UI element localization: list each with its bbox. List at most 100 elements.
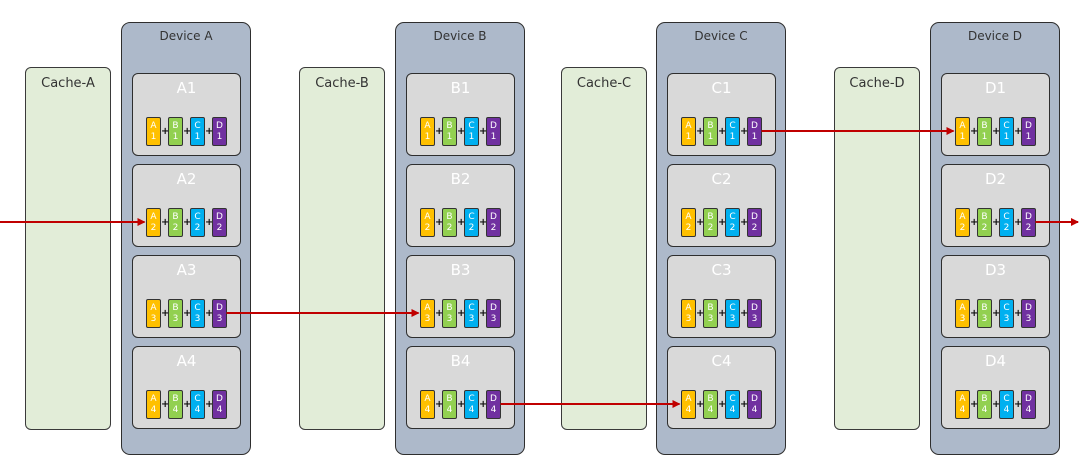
chip-letter: A xyxy=(685,212,692,222)
stage-label: C4 xyxy=(711,352,732,370)
chip-number: 4 xyxy=(468,405,475,415)
chip-letter: A xyxy=(959,121,966,131)
chip-letter: D xyxy=(490,394,497,404)
chip-number: 4 xyxy=(446,405,453,415)
plus-connector: + xyxy=(718,217,727,228)
chip-number: 4 xyxy=(150,405,157,415)
plus-connector: + xyxy=(183,217,192,228)
chip-number: 2 xyxy=(150,223,157,233)
chip-letter: B xyxy=(446,121,453,131)
plus-connector: + xyxy=(183,308,192,319)
chip-letter: A xyxy=(150,303,157,313)
plus-connector: + xyxy=(1014,217,1023,228)
plus-connector: + xyxy=(479,308,488,319)
chip-letter: C xyxy=(729,212,736,222)
plus-connector: + xyxy=(970,399,979,410)
chip-letter: A xyxy=(150,394,157,404)
cache-box: Cache-A xyxy=(25,67,111,430)
chip-number: 3 xyxy=(707,314,714,324)
chip-number: 2 xyxy=(981,223,988,233)
chip-letter: D xyxy=(216,212,223,222)
chip-number: 4 xyxy=(1025,405,1032,415)
chip-letter: D xyxy=(216,394,223,404)
plus-connector: + xyxy=(161,399,170,410)
chip-letter: D xyxy=(490,121,497,131)
chip-number: 4 xyxy=(707,405,714,415)
chip-letter: B xyxy=(172,121,179,131)
plus-connector: + xyxy=(435,217,444,228)
plus-connector: + xyxy=(457,308,466,319)
chip-letter: C xyxy=(1003,303,1010,313)
plus-connector: + xyxy=(1014,399,1023,410)
chip-number: 1 xyxy=(172,132,179,142)
chip-number: 1 xyxy=(490,132,497,142)
chip-letter: B xyxy=(707,303,714,313)
chip-letter: B xyxy=(172,212,179,222)
chip-number: 2 xyxy=(490,223,497,233)
device-label: Device D xyxy=(967,29,1023,43)
chip-number: 3 xyxy=(216,314,223,324)
stage-label: A4 xyxy=(176,352,197,370)
stage-label: B2 xyxy=(450,170,471,188)
chip-number: 4 xyxy=(751,405,758,415)
chip-number: 2 xyxy=(194,223,201,233)
stage-label: D1 xyxy=(984,79,1007,97)
plus-connector: + xyxy=(696,308,705,319)
chip-number: 1 xyxy=(729,132,736,142)
stage-label: D2 xyxy=(984,170,1007,188)
plus-connector: + xyxy=(205,308,214,319)
plus-connector: + xyxy=(1014,308,1023,319)
chip-letter: D xyxy=(751,212,758,222)
chip-letter: B xyxy=(707,212,714,222)
plus-connector: + xyxy=(457,217,466,228)
stage-label: A3 xyxy=(176,261,197,279)
chip-number: 2 xyxy=(1003,223,1010,233)
chip-letter: A xyxy=(424,121,431,131)
plus-connector: + xyxy=(740,308,749,319)
stage-label: C2 xyxy=(711,170,732,188)
chip-letter: A xyxy=(424,303,431,313)
chip-letter: C xyxy=(194,394,201,404)
chip-letter: C xyxy=(729,394,736,404)
chip-letter: B xyxy=(981,303,988,313)
chip-number: 2 xyxy=(751,223,758,233)
chip-letter: B xyxy=(707,394,714,404)
chip-letter: A xyxy=(150,212,157,222)
